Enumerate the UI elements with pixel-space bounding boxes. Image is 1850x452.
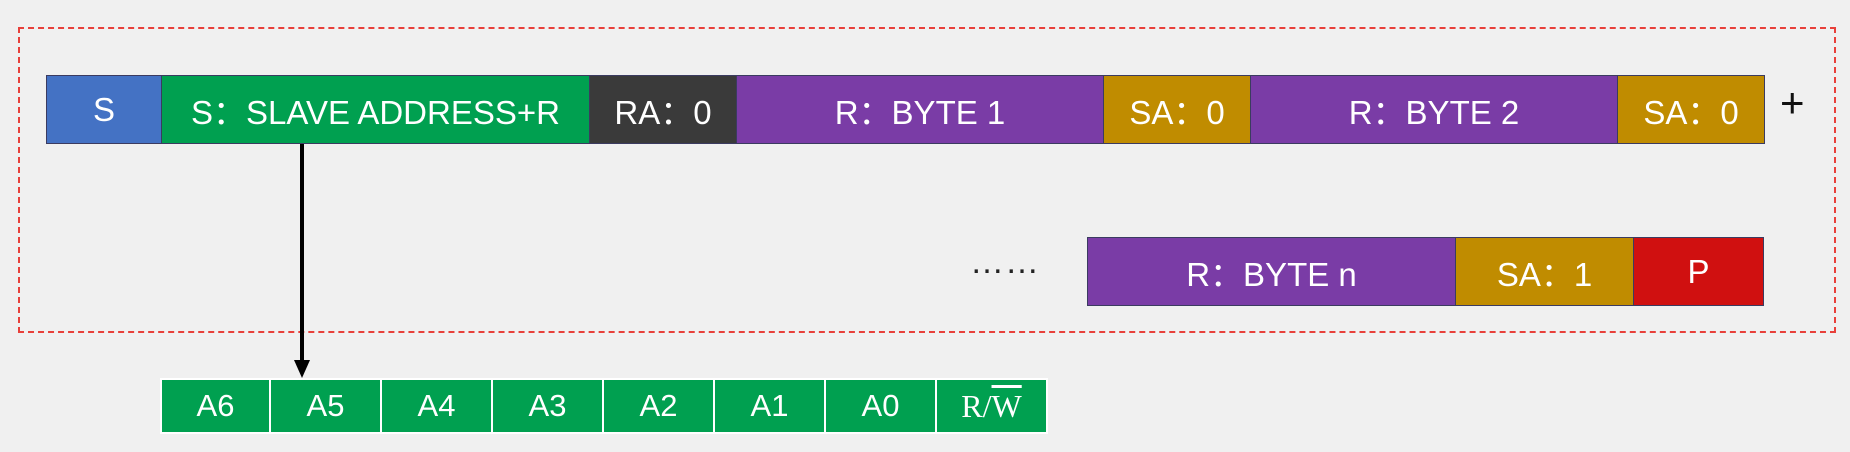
address-bit-a1: A1 [715, 378, 826, 434]
read-byte-2-segment: R：BYTE 2 [1251, 75, 1618, 144]
address-bit-a0: A0 [826, 378, 937, 434]
start-condition-segment: S [46, 75, 162, 144]
address-bits-row: A6 A5 A4 A3 A2 A1 A0 R/W [160, 378, 1048, 434]
rw-bit-prefix: R/ [961, 387, 992, 424]
address-bit-a2: A2 [604, 378, 715, 434]
read-byte-n-segment: R：BYTE n [1087, 237, 1456, 306]
dashed-frame [18, 27, 1836, 333]
slave-ack-2-segment: SA：0 [1618, 75, 1765, 144]
continuation-plus: + [1780, 79, 1805, 126]
read-byte-1-segment: R：BYTE 1 [737, 75, 1104, 144]
read-write-bit: R/W [937, 378, 1048, 434]
slave-ack-final-segment: SA：1 [1456, 237, 1634, 306]
transaction-row-1: S S：SLAVE ADDRESS+R RA：0 R：BYTE 1 SA：0 R… [46, 75, 1765, 144]
address-bit-a4: A4 [382, 378, 493, 434]
continuation-ellipsis: …… [970, 243, 1040, 281]
transaction-row-2: R：BYTE n SA：1 P [1087, 237, 1764, 306]
address-bit-a5: A5 [271, 378, 382, 434]
arrow-head [294, 360, 310, 378]
rw-bit-write-overlined: W [991, 387, 1022, 424]
address-bit-a3: A3 [493, 378, 604, 434]
read-ack-segment: RA：0 [590, 75, 737, 144]
address-bit-a6: A6 [160, 378, 271, 434]
slave-ack-1-segment: SA：0 [1104, 75, 1251, 144]
slave-address-read-segment: S：SLAVE ADDRESS+R [162, 75, 590, 144]
address-expand-arrow [294, 144, 310, 378]
stop-condition-segment: P [1634, 237, 1764, 306]
